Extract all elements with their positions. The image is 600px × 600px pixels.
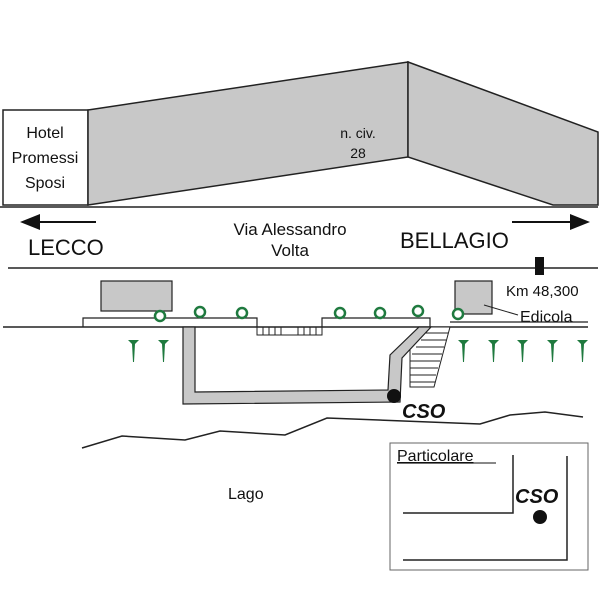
detail-wall-inner [403, 455, 514, 514]
shoreline [81, 411, 584, 449]
kiosk-label: Edicola [520, 309, 573, 326]
detail-cso-label: CSO [515, 486, 559, 508]
road: LECCO BELLAGIO Via Alessandro Volta Km 4… [0, 206, 598, 300]
sewer-pipe [182, 326, 433, 405]
detail-cso-point [533, 510, 547, 524]
shrub-icon [411, 304, 425, 318]
milestone-marker [535, 257, 544, 275]
tree-icon [488, 340, 499, 362]
ramp [409, 326, 451, 388]
stairs [256, 326, 323, 336]
shrubs [153, 304, 465, 323]
platform-left [82, 317, 258, 327]
arrow-left-icon [20, 214, 96, 230]
cso-label: CSO [402, 401, 446, 423]
tree-icon [158, 340, 169, 362]
tree-icon [458, 340, 469, 362]
detail-frame [389, 442, 589, 571]
lake-label: Lago [228, 486, 264, 503]
detail-wall-outer [403, 456, 568, 561]
detail-inset: Particolare CSO [389, 442, 589, 571]
tree-icon [517, 340, 528, 362]
platform-right [321, 317, 431, 327]
kiosk-building [454, 280, 493, 315]
civic-number-label-2: 28 [350, 145, 366, 161]
direction-lecco: LECCO [28, 235, 104, 260]
shrub-icon [373, 306, 387, 320]
tree-icon [577, 340, 588, 362]
building-row: Hotel Promessi Sposi n. civ. 28 [2, 60, 599, 206]
tree-icon [128, 340, 139, 362]
shrub-icon [235, 306, 249, 320]
cso-outfall-point [387, 389, 401, 403]
promenade: Edicola [3, 280, 588, 423]
kiosk-leader-line [483, 304, 519, 316]
shrub-icon [153, 309, 167, 323]
direction-bellagio: BELLAGIO [400, 228, 509, 253]
road-name-2: Volta [271, 241, 309, 260]
hotel-label-3: Sposi [25, 175, 65, 192]
parked-object-left [100, 280, 173, 312]
shrub-icon [451, 307, 465, 321]
milestone-label: Km 48,300 [506, 283, 579, 300]
shrub-icon [193, 305, 207, 319]
road-name-1: Via Alessandro [233, 220, 346, 239]
civic-number-label-1: n. civ. [340, 125, 376, 141]
tree-icon [547, 340, 558, 362]
hotel-label-1: Hotel [26, 125, 63, 142]
hotel-building [2, 109, 89, 206]
building-right-wing [407, 60, 599, 206]
arrow-right-icon [512, 214, 590, 230]
trees [128, 340, 588, 362]
hotel-label-2: Promessi [12, 150, 79, 167]
detail-title: Particolare [397, 448, 474, 465]
shrub-icon [333, 306, 347, 320]
